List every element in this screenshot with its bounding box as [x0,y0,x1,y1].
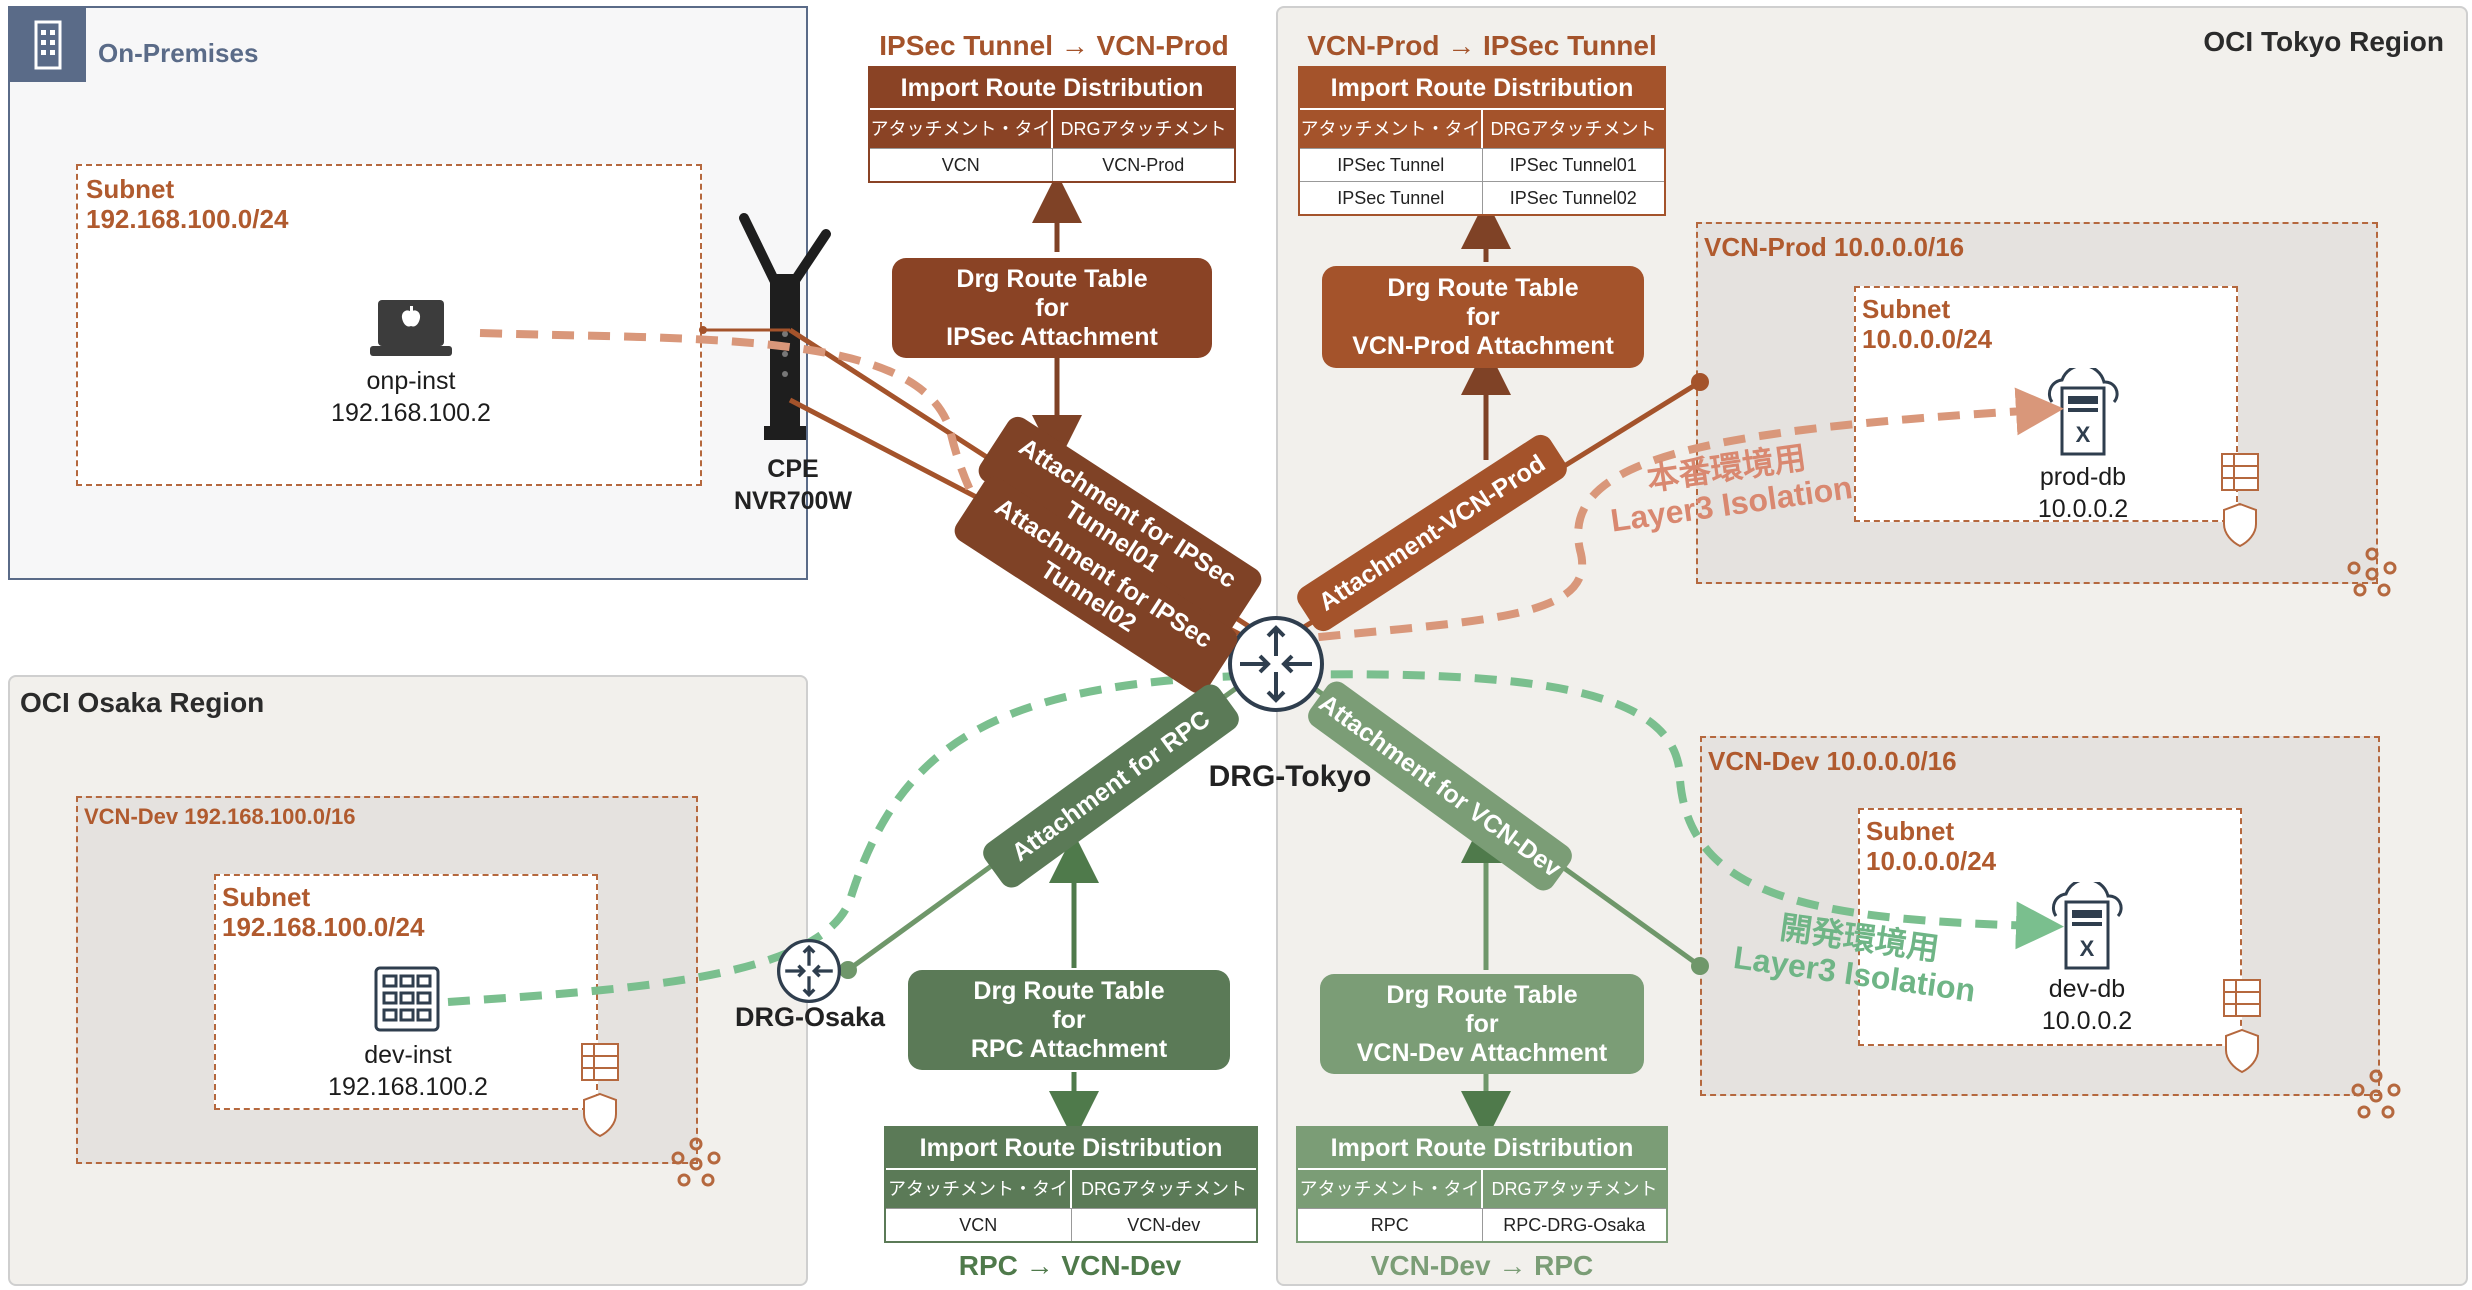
dev-subnet-tokyo-label: Subnet [1866,816,1955,846]
ird-header: Import Route Distribution [870,68,1234,108]
ird-col2: DRGアタッチメント [1051,110,1234,148]
drg-tokyo-icon [1226,614,1326,714]
rt-line-3: IPSec Attachment [946,322,1158,351]
rt-line-3: VCN-Dev Attachment [1356,1038,1608,1067]
vcn-prod-label: VCN-Prod 10.0.0.0/16 [1704,232,1965,262]
onprem-host-name: onp-inst [366,367,456,395]
building-icon [10,8,86,82]
onprem-subnet-cidr: 192.168.100.0/24 [86,204,289,234]
ird-col1: アタッチメント・タイプ [888,1179,1068,1237]
route-table-vcn-dev: Drg Route Table for VCN-Dev Attachment [1320,974,1644,1074]
ird-ipsec-to-prod-caption: IPSec Tunnel → VCN-Prod [879,30,1229,61]
prod-db-ip: 10.0.0.2 [2037,495,2129,523]
security-list-icon [578,1042,622,1143]
dev-db-ip: 10.0.0.2 [2041,1007,2133,1035]
route-table-vcn-prod: Drg Route Table for VCN-Prod Attachment [1322,266,1644,368]
prod-subnet-cidr: 10.0.0.0/24 [1862,324,1993,354]
database-icon: X [2050,877,2124,977]
rt-line-1: Drg Route Table [1387,273,1579,302]
drg-osaka-label: DRG-Osaka [734,1002,886,1032]
table-cell: IPSec Tunnel02 [1481,182,1665,214]
prod-subnet-label: Subnet [1862,294,1951,324]
table-row: IPSec Tunnel IPSec Tunnel02 [1300,181,1664,214]
rt-line-2: for [1465,1009,1499,1038]
rt-line-2: for [1035,293,1069,322]
ird-col2: DRGアタッチメント [1070,1170,1256,1208]
prod-db-name: prod-db [2039,463,2127,491]
table-cell: IPSec Tunnel [1337,155,1445,175]
vcn-network-icon [2344,546,2400,607]
vcn-dev-osaka: VCN-Dev 192.168.100.0/16 Subnet 192.168.… [76,796,721,1187]
osaka-subnet-label: Subnet [222,882,311,912]
table-row: IPSec Tunnel IPSec Tunnel01 [1300,148,1664,181]
rt-line-1: Drg Route Table [1386,980,1578,1009]
ird-prod-to-ipsec-caption: VCN-Prod → IPSec Tunnel [1307,30,1657,61]
table-cell: IPSec Tunnel01 [1481,149,1665,181]
onprem-region-label: On-Premises [98,38,259,68]
ird-col1: アタッチメント・タイプ [1299,1179,1480,1237]
ird-col1: アタッチメント・タイプ [1300,119,1481,177]
drg-tokyo-label: DRG-Tokyo [1208,760,1372,793]
cpe-label-2: NVR700W [733,487,853,515]
ird-col2: DRGアタッチメント [1481,110,1664,148]
tokyo-region-label: OCI Tokyo Region [2203,26,2444,57]
ird-dev-to-rpc-caption: VCN-Dev → RPC [1370,1250,1594,1281]
ird-header: Import Route Distribution [1300,68,1664,108]
security-list-icon [2220,978,2264,1079]
ird-col1: アタッチメント・タイプ [870,119,1051,177]
osaka-host-name: dev-inst [364,1041,452,1069]
drg-osaka-icon [776,938,842,1004]
onprem-subnet-label: Subnet [86,174,175,204]
dev-subnet-tokyo-cidr: 10.0.0.0/24 [1866,846,1997,876]
cpe-label-1: CPE [767,455,819,483]
rt-line-2: for [1466,302,1500,331]
table-row: VCN VCN-Prod [870,148,1234,181]
vcn-dev-tokyo-label: VCN-Dev 10.0.0.0/16 [1708,746,1957,776]
table-cell: IPSec Tunnel [1337,188,1445,208]
vcn-network-icon [2348,1068,2404,1129]
server-grid-icon [374,966,440,1037]
table-cell: RPC-DRG-Osaka [1481,1209,1667,1241]
onprem-subnet: Subnet 192.168.100.0/24 onp-inst 192.168… [76,164,702,486]
database-icon: X [2046,363,2120,463]
table-row: RPC RPC-DRG-Osaka [1298,1208,1666,1241]
rt-line-1: Drg Route Table [956,264,1148,293]
rt-line-3: RPC Attachment [970,1034,1168,1063]
route-table-ipsec: Drg Route Table for IPSec Attachment [892,258,1212,358]
table-row: VCN VCN-dev [886,1208,1256,1241]
route-table-rpc: Drg Route Table for RPC Attachment [908,970,1230,1070]
cpe-router-icon [730,204,840,444]
rt-line-1: Drg Route Table [973,976,1165,1005]
table-cell: VCN [959,1215,998,1235]
table-cell: VCN [941,155,980,175]
security-list-icon [2218,452,2262,553]
rt-line-3: VCN-Prod Attachment [1352,331,1614,360]
table-cell: VCN-Prod [1051,149,1235,181]
rt-line-2: for [1052,1005,1086,1034]
ird-col2: DRGアタッチメント [1481,1170,1666,1208]
vcn-dev-osaka-label: VCN-Dev 192.168.100.0/16 [84,804,356,829]
ird-rpc-to-dev-caption: RPC → VCN-Dev [958,1250,1182,1281]
table-cell: RPC [1370,1215,1409,1235]
vcn-network-icon [668,1136,724,1197]
dev-db-name: dev-db [2048,975,2126,1003]
laptop-icon [370,298,452,363]
svg-text:X: X [2076,422,2091,447]
svg-text:X: X [2080,936,2095,961]
onprem-host-ip: 192.168.100.2 [331,399,491,427]
osaka-region-label: OCI Osaka Region [20,687,265,718]
table-cell: VCN-dev [1070,1209,1257,1241]
ird-header: Import Route Distribution [1298,1128,1666,1168]
osaka-subnet-cidr: 192.168.100.0/24 [222,912,425,942]
ird-header: Import Route Distribution [886,1128,1256,1168]
osaka-host-ip: 192.168.100.2 [328,1073,488,1101]
